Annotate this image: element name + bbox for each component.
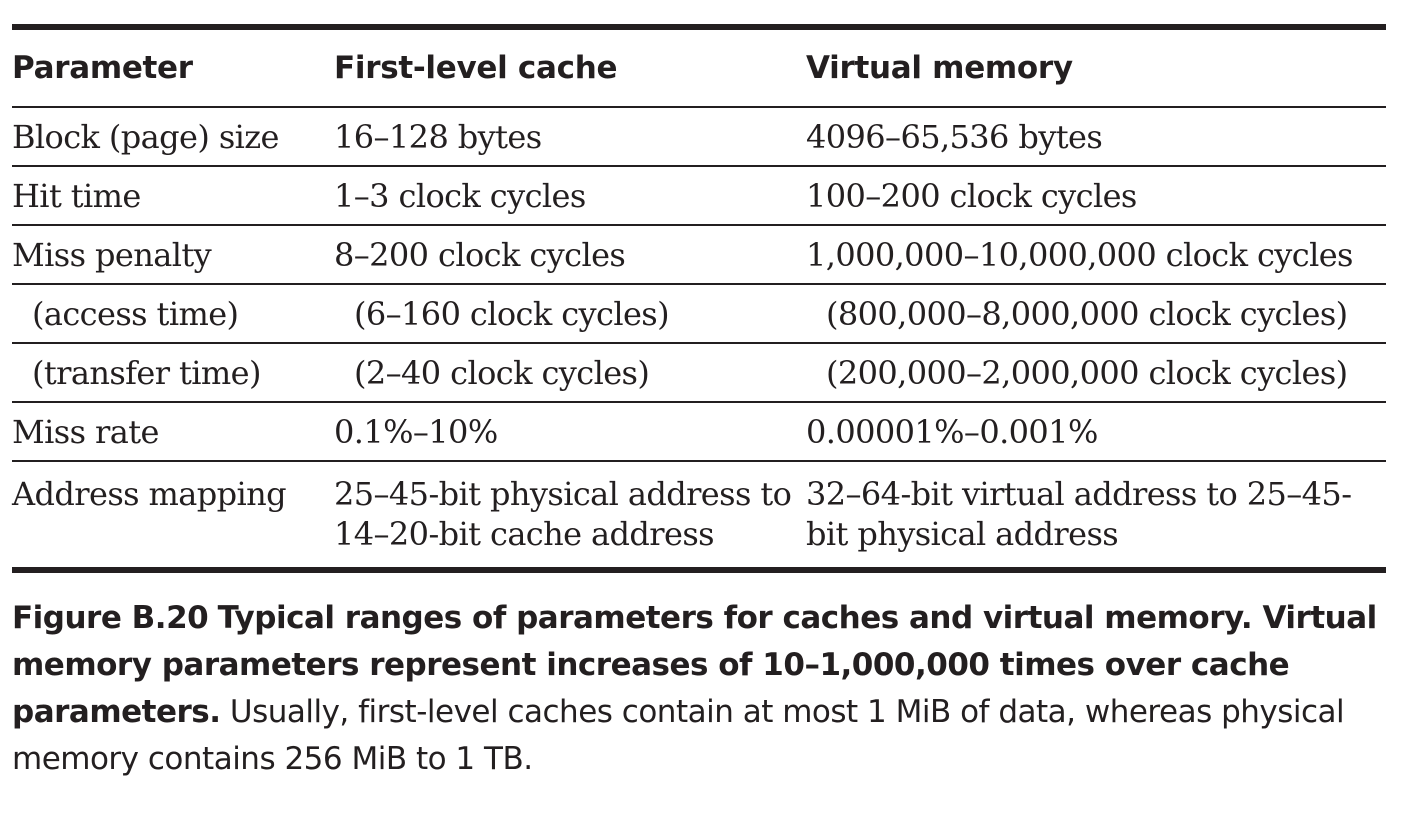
- top-rule: [12, 24, 1386, 30]
- parameters-table: Parameter First-level cache Virtual memo…: [12, 30, 1386, 567]
- vm-value: 4096–65,536 bytes: [806, 107, 1386, 167]
- vm-value: 100–200 clock cycles: [806, 166, 1386, 226]
- cache-value: 25–45-bit physical address to 14–20-bit …: [334, 475, 792, 553]
- vm-value: (800,000–8,000,000 clock cycles): [806, 284, 1386, 344]
- row-label: Miss rate: [12, 402, 334, 462]
- table-header-row: Parameter First-level cache Virtual memo…: [12, 30, 1386, 108]
- table-row: Block (page) size 16–128 bytes 4096–65,5…: [12, 107, 1386, 167]
- vm-value: (200,000–2,000,000 clock cycles): [806, 343, 1386, 403]
- header-virtual-memory: Virtual memory: [806, 30, 1386, 108]
- header-parameter: Parameter: [12, 30, 334, 108]
- cache-value: (6–160 clock cycles): [334, 284, 806, 344]
- caption-title: Typical ranges of parameters for caches …: [12, 600, 1377, 730]
- figure: Parameter First-level cache Virtual memo…: [12, 24, 1386, 783]
- header-first-level-cache: First-level cache: [334, 30, 806, 108]
- row-label: (transfer time): [12, 343, 334, 403]
- table-row: Miss rate 0.1%–10% 0.00001%–0.001%: [12, 402, 1386, 462]
- table-row: Hit time 1–3 clock cycles 100–200 clock …: [12, 166, 1386, 226]
- vm-value: 1,000,000–10,000,000 clock cycles: [806, 225, 1386, 285]
- row-label: (access time): [12, 284, 334, 344]
- caption-body: Usually, first-level caches contain at m…: [12, 694, 1345, 777]
- cache-value: 0.1%–10%: [334, 402, 806, 462]
- row-label: Miss penalty: [12, 225, 334, 285]
- table-row: Address mapping 25–45-bit physical addre…: [12, 461, 1386, 567]
- table-row: (access time) (6–160 clock cycles) (800,…: [12, 284, 1386, 344]
- cache-value: (2–40 clock cycles): [334, 343, 806, 403]
- figure-caption: Figure B.20 Typical ranges of parameters…: [12, 595, 1386, 783]
- table-row: (transfer time) (2–40 clock cycles) (200…: [12, 343, 1386, 403]
- row-label: Hit time: [12, 166, 334, 226]
- row-label: Block (page) size: [12, 107, 334, 167]
- caption-label: Figure B.20: [12, 600, 209, 636]
- cache-value: 1–3 clock cycles: [334, 166, 806, 226]
- bottom-rule: [12, 567, 1386, 573]
- cache-value: 8–200 clock cycles: [334, 225, 806, 285]
- cache-value: 16–128 bytes: [334, 107, 806, 167]
- table-row: Miss penalty 8–200 clock cycles 1,000,00…: [12, 225, 1386, 285]
- row-label: Address mapping: [12, 475, 287, 513]
- vm-value: 0.00001%–0.001%: [806, 402, 1386, 462]
- vm-value: 32–64-bit virtual address to 25–45-bit p…: [806, 475, 1352, 553]
